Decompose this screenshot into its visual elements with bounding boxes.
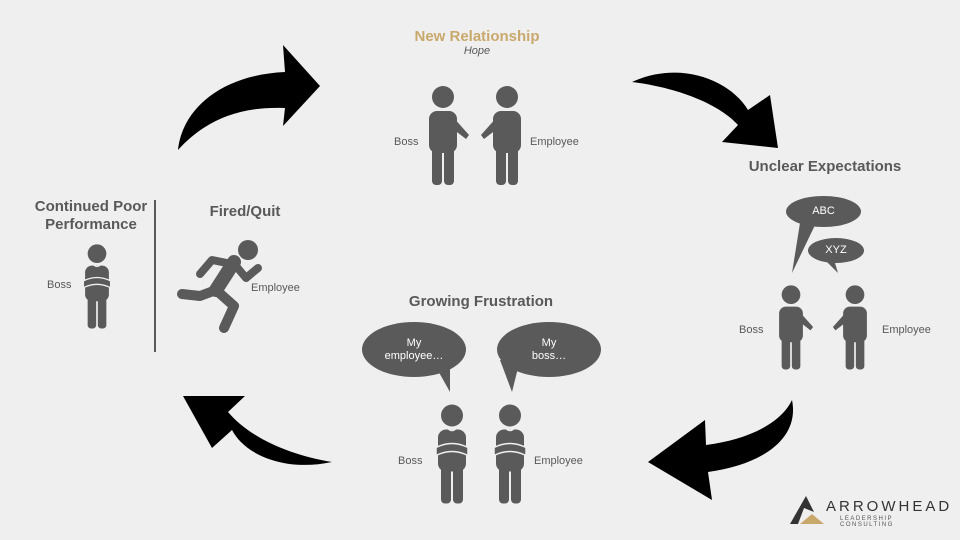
boss-handshake-figure [423,84,463,186]
boss-talking-figure [774,274,808,380]
speech-bubble-abc: ABC [786,196,861,227]
boss-frustrated-figure [432,401,472,506]
unclear-expectations-title: Unclear Expectations [748,158,902,175]
running-employee-figure [177,240,262,333]
boss-crossed-arms-figure [80,238,114,334]
boss-label: Boss [739,324,764,336]
employee-label: Employee [530,136,579,148]
employee-frustrated-figure [490,401,530,506]
logo-name: ARROWHEAD [826,498,953,515]
arrow-bottom-right [648,400,794,500]
new-relationship-subtitle: Hope [463,45,491,57]
new-relationship-title: New Relationship [414,28,540,45]
employee-label: Employee [882,324,931,336]
logo-tagline: LEADERSHIP CONSULTING [840,516,894,528]
employee-handshake-figure [487,84,527,186]
employee-talking-figure [838,274,872,380]
arrow-top-left [178,45,320,150]
boss-label: Boss [47,279,72,291]
arrowhead-logo: ARROWHEAD LEADERSHIP CONSULTING [788,494,949,528]
boss-label: Boss [394,136,419,148]
arrow-bottom-left [183,396,332,465]
employee-label: Employee [534,455,583,467]
boss-label: Boss [398,455,423,467]
employee-label: Employee [251,282,300,294]
fired-quit-title: Fired/Quit [209,203,281,220]
speech-bubble-xyz: XYZ [808,238,864,263]
arrow-top-right [632,72,778,148]
logo-mark-icon [790,496,824,524]
growing-frustration-title: Growing Frustration [408,293,554,310]
